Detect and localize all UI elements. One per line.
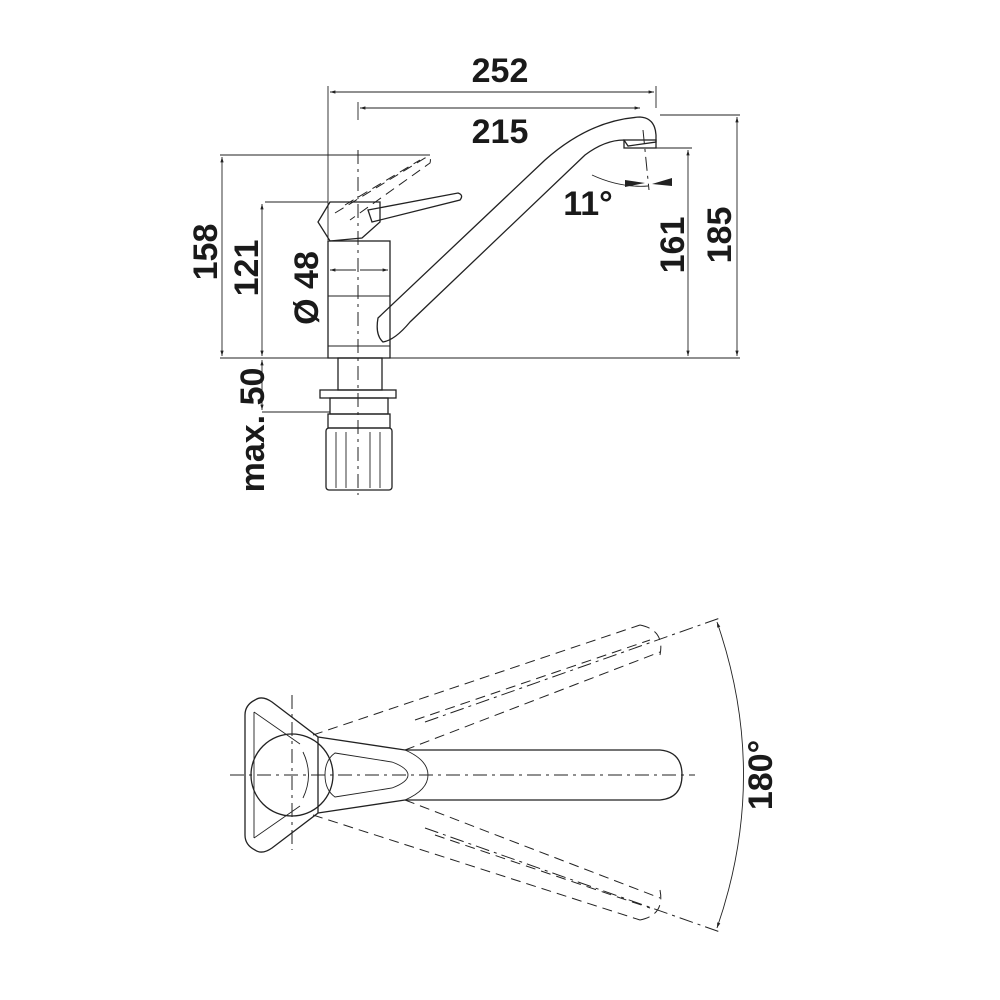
dim-11deg-label: 11° — [563, 185, 613, 223]
lever-base — [317, 201, 381, 242]
mounting-nut — [325, 427, 393, 491]
base-plate — [244, 697, 319, 853]
lever-top — [317, 736, 683, 814]
dim-diameter-label: Ø 48 — [288, 251, 326, 325]
dim-121-label: 121 — [228, 240, 266, 297]
lever-hub — [250, 733, 334, 817]
aerator — [623, 139, 657, 149]
dim-161-label: 161 — [654, 217, 692, 274]
side-view: 252 215 11° 158 121 Ø 48 max. 50 161 185 — [187, 52, 740, 495]
lever-handle — [367, 192, 463, 223]
dim-185-label: 185 — [701, 207, 739, 264]
dim-252-label: 252 — [472, 52, 529, 90]
swivel-arc — [716, 621, 744, 929]
dim-max50-label: max. 50 — [234, 368, 272, 493]
dim-158-label: 158 — [187, 224, 225, 281]
shank — [337, 357, 383, 391]
dim-215-label: 215 — [472, 113, 529, 151]
dim-180deg-label: 180° — [742, 740, 780, 810]
spout — [376, 116, 657, 343]
top-view: 180° — [230, 617, 780, 933]
